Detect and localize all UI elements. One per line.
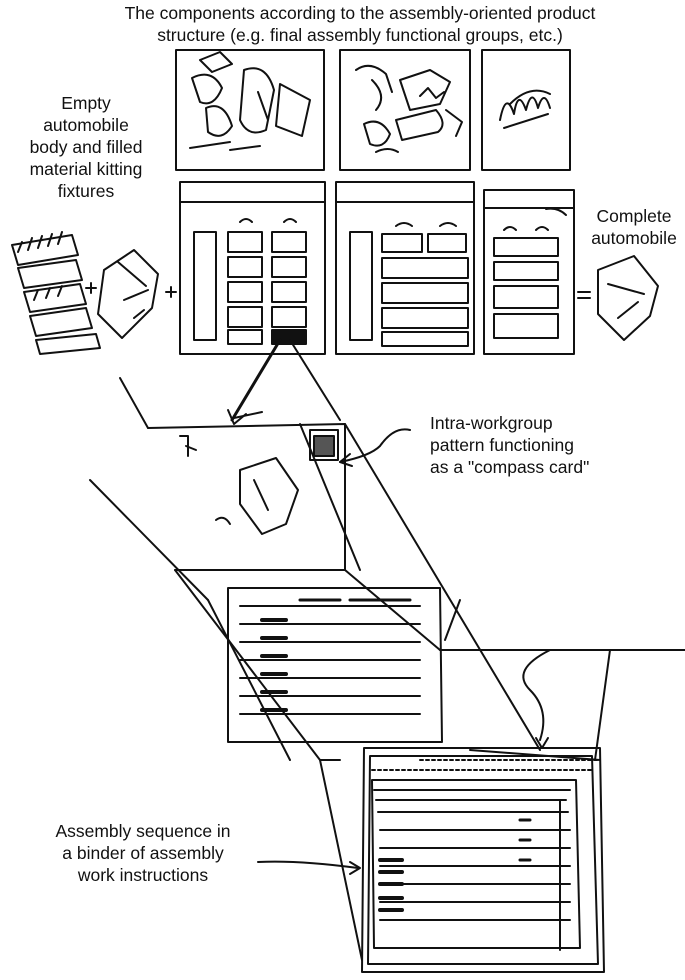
binder [361,649,605,973]
complete-car [597,255,659,341]
component-panel-2 [339,49,471,171]
caption-line: Empty [61,93,111,113]
station-3 [483,189,575,355]
binder-caption: Assembly sequence in a binder of assembl… [28,820,258,886]
component-panel-3 [481,49,571,171]
caption-line: a binder of assembly [62,843,224,863]
station-2 [335,181,475,355]
instruction-sheet [227,587,443,743]
caption-line: body and filled [29,137,143,157]
plus-1 [85,282,97,294]
caption-line: Assembly sequence in [55,821,231,841]
kitting-fixtures [11,231,659,355]
complete-automobile-caption: Complete automobile [576,205,685,249]
compass-card-caption: Intra-workgroup pattern functioning as a… [430,412,650,478]
caption-line: The components according to the assembly… [124,3,596,23]
caption-line: automobile [591,228,677,248]
plus-2 [165,286,177,298]
caption-line: fixtures [57,181,115,201]
equals [577,291,591,299]
caption-line: pattern functioning [430,435,574,455]
caption-line: material kitting [29,159,143,179]
empty-body [97,249,159,339]
components-caption: The components according to the assembly… [60,2,660,46]
caption-line: automobile [43,115,129,135]
caption-line: Intra-workgroup [430,413,553,433]
station-panels [179,181,575,355]
component-panel-1 [175,49,325,171]
empty-body-caption: Empty automobile body and filled materia… [0,92,172,202]
component-panels [175,49,571,171]
workgroup-plane [89,338,411,601]
caption-line: work instructions [77,865,209,885]
station-1 [179,181,326,355]
caption-line: structure (e.g. final assembly functiona… [157,25,563,45]
caption-line: Complete [596,206,672,226]
caption-line: as a "compass card" [430,457,590,477]
